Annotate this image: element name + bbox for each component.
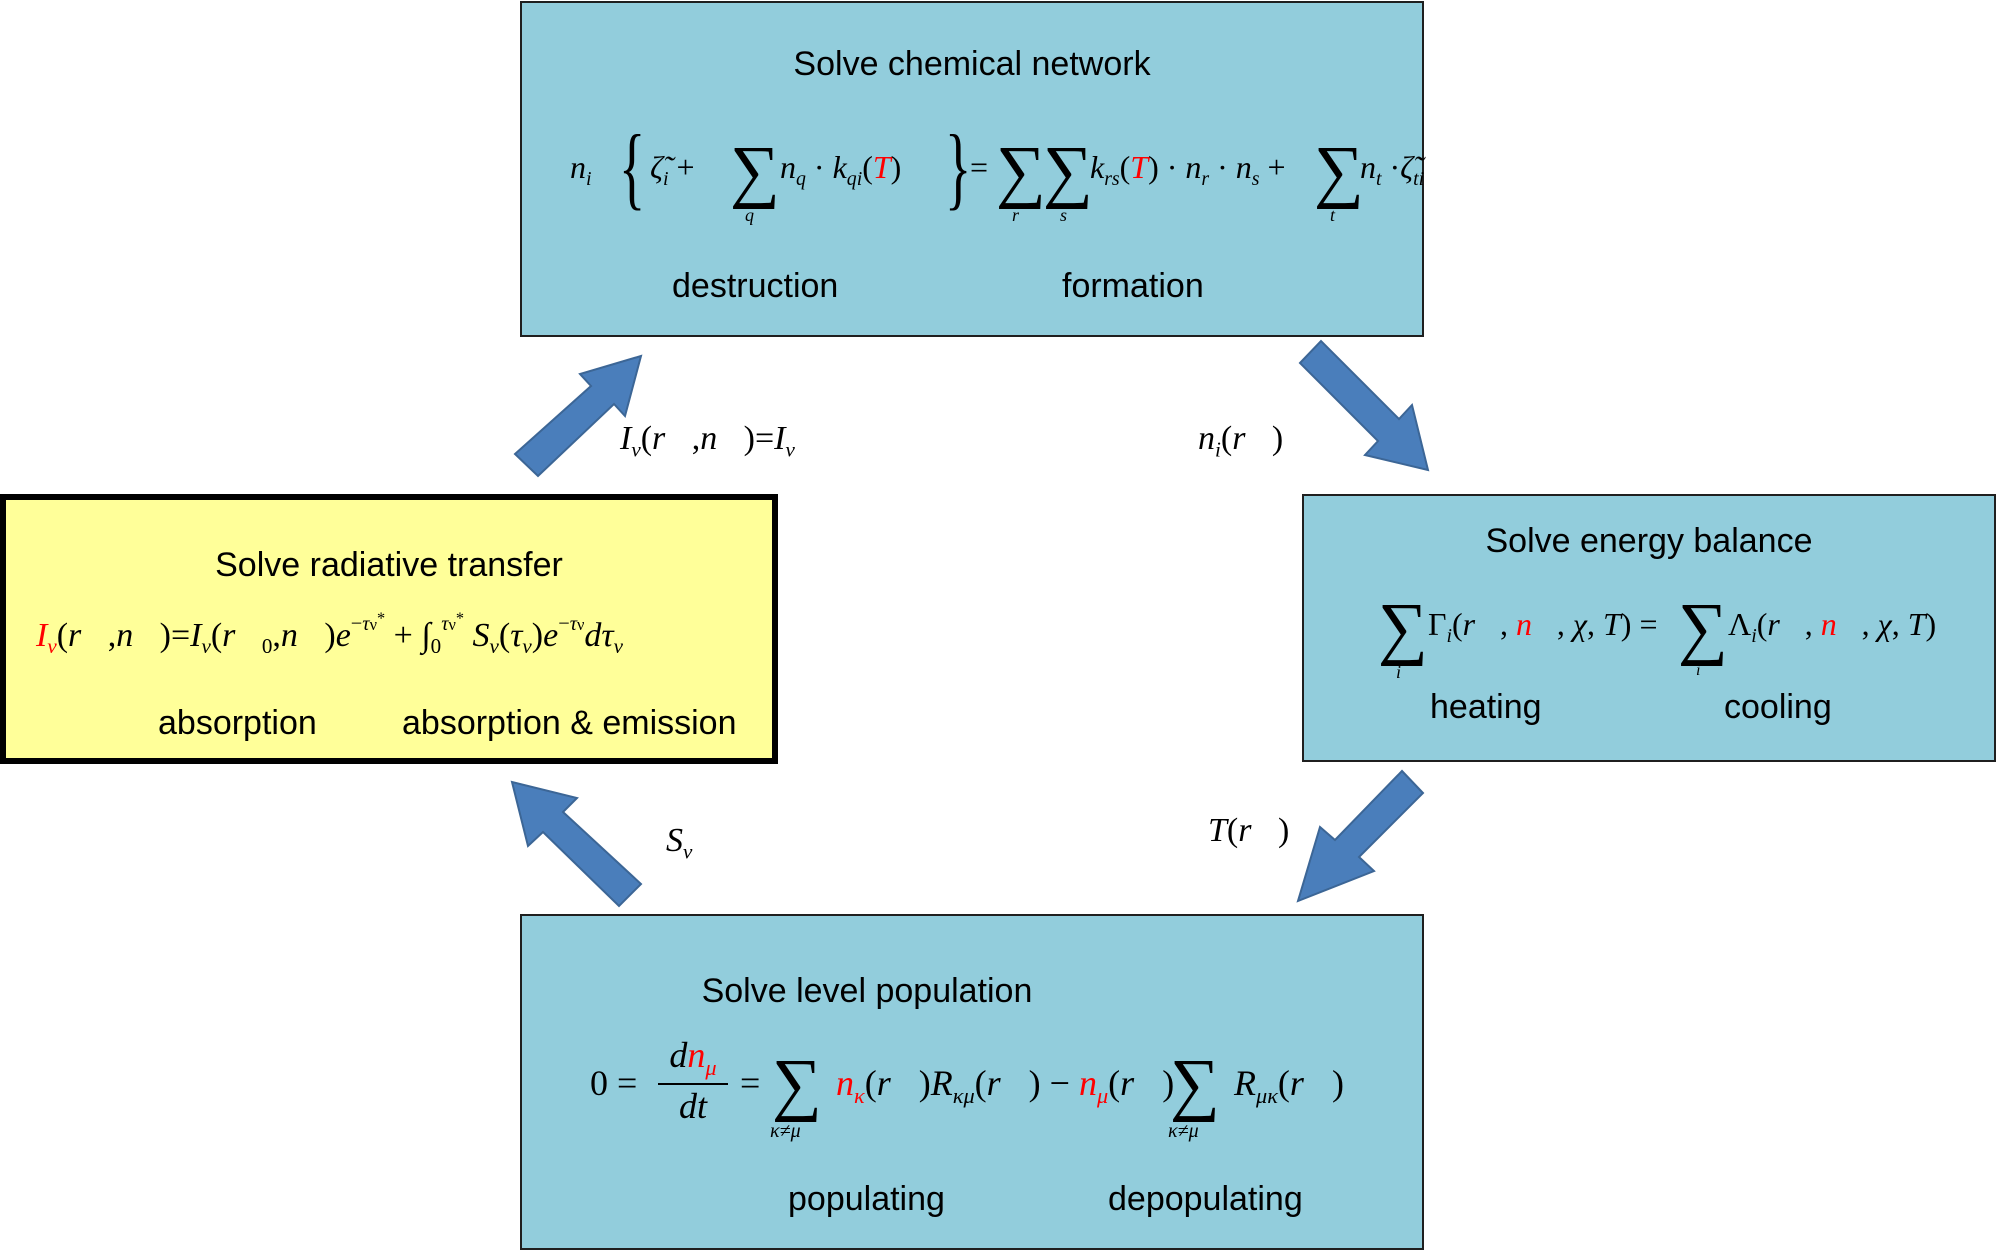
chemical-network-equation: ni { ζ̃i + ∑ q nq · kqi(T) } = ∑ r ∑ s k…	[570, 116, 1425, 225]
temperature-arrow-label: T(r⃗)	[1208, 812, 1290, 849]
cooling-label: cooling	[1724, 688, 1832, 726]
energy-balance-title: Solve energy balance	[1485, 522, 1813, 560]
energy-balance-box: Solve energy balance ∑ i Γi(r⃗, n⃗, χ, T…	[1302, 494, 1996, 762]
arrow-energy-to-level	[1296, 769, 1425, 903]
absorption-emission-label: absorption & emission	[402, 704, 737, 742]
level-population-title: Solve level population	[701, 972, 1033, 1010]
depopulating-label: depopulating	[1108, 1180, 1303, 1218]
heating-label: heating	[1430, 688, 1542, 726]
radiative-transfer-box: Solve radiative transfer Iν(r⃗,n⃗)=Iν(r⃗…	[0, 494, 778, 764]
radiative-transfer-equation: Iν(r⃗,n⃗)=Iν(r⃗0,n⃗)e−τν* + ∫0τν* Sν(τν)…	[36, 608, 623, 659]
chemical-network-box: Solve chemical network ni { ζ̃i + ∑ q nq…	[520, 1, 1424, 337]
destruction-label: destruction	[672, 267, 839, 305]
arrow-chemical-to-energy	[1298, 339, 1430, 472]
intensity-arrow-label: Iν(r⃗,n⃗)=Iν	[620, 420, 795, 462]
radiative-transfer-title: Solve radiative transfer	[215, 546, 563, 584]
arrow-level-to-radiative	[510, 780, 643, 908]
density-arrow-label: ni(r⃗)	[1198, 420, 1284, 462]
source-arrow-label: Sν	[666, 822, 693, 864]
level-population-equation: 0 = dnμ dt = ∑ κ≠μ nκ(r⃗)Rκμ(r⃗) − nμ(r⃗…	[590, 1035, 1344, 1142]
formation-label: formation	[1062, 267, 1204, 305]
level-population-box: Solve level population 0 = dnμ dt = ∑ κ≠…	[520, 914, 1424, 1250]
absorption-label: absorption	[158, 704, 317, 742]
chemical-network-title: Solve chemical network	[793, 45, 1151, 83]
energy-balance-equation: ∑ i Γi(r⃗, n⃗, χ, T) = ∑ i Λi(r⃗, n⃗, χ,…	[1378, 590, 1937, 683]
populating-label: populating	[788, 1180, 945, 1218]
arrow-radiative-to-chemical	[513, 354, 643, 478]
